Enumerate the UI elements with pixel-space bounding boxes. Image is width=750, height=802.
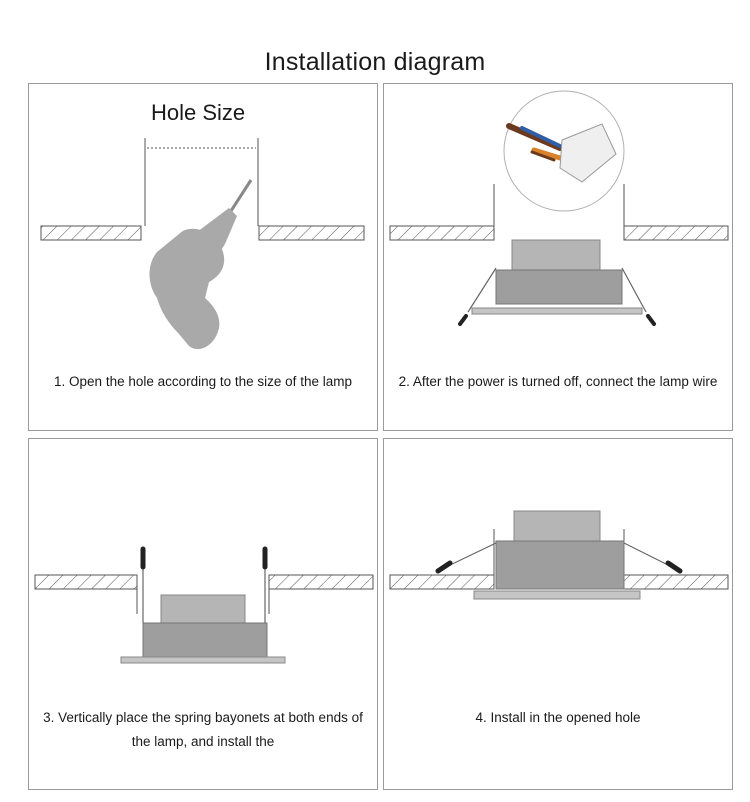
- panel-step-3: 3. Vertically place the spring bayonets …: [28, 438, 378, 790]
- panel-step-4: 4. Install in the opened hole: [383, 438, 733, 790]
- step-2-illustration: [389, 90, 729, 326]
- panel-step-1: Hole Size 1. Open the hole according to …: [28, 83, 378, 431]
- step-3-illustration: [34, 546, 374, 664]
- lamp-icon: [120, 546, 286, 664]
- step-3-caption: 3. Vertically place the spring bayonets …: [43, 710, 363, 749]
- step-4-caption: 4. Install in the opened hole: [475, 710, 641, 725]
- step-2-caption: 2. After the power is turned off, connec…: [398, 374, 718, 389]
- drill-icon: [149, 179, 253, 350]
- lamp-icon: [435, 510, 683, 600]
- step-4-illustration: [389, 510, 729, 600]
- lamp-icon: [458, 239, 656, 326]
- ceiling-left: [40, 225, 142, 241]
- step-1-caption: 1. Open the hole according to the size o…: [54, 374, 352, 389]
- diagram-title: Installation diagram: [264, 48, 486, 76]
- wire-icon: [506, 123, 617, 183]
- step-1-illustration: [40, 138, 365, 350]
- ceiling-right: [258, 225, 365, 241]
- hole-size-label: Hole Size: [151, 100, 246, 125]
- panel-step-2: 2. After the power is turned off, connec…: [383, 83, 733, 431]
